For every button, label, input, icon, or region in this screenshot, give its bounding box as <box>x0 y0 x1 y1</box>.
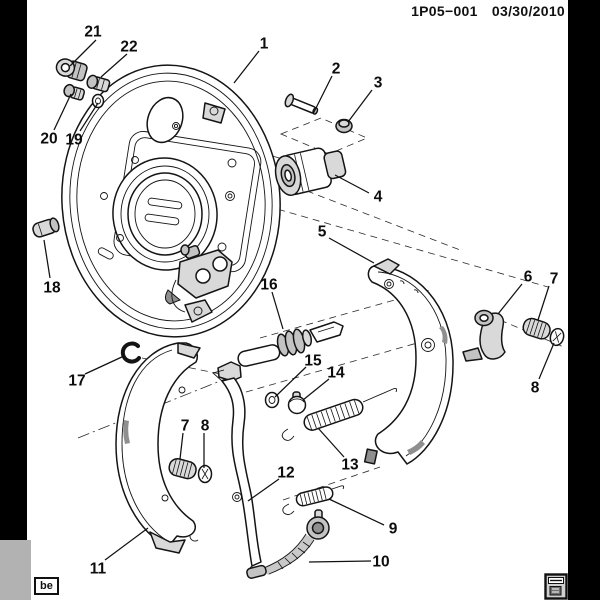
leader-line-12 <box>247 478 280 502</box>
parking-lever-assembly <box>164 244 233 323</box>
revision-date: 03/30/2010 <box>491 3 565 19</box>
callout-11: 11 <box>90 560 107 577</box>
hold-down-spring-right-7 <box>522 317 551 340</box>
left-black-margin <box>0 0 27 600</box>
plug-18 <box>32 217 60 238</box>
bolt-2 <box>284 93 319 115</box>
return-spring-13 <box>281 387 398 441</box>
leader-line-21 <box>69 39 97 67</box>
callout-8: 8 <box>531 379 540 396</box>
callout-22: 22 <box>120 38 137 55</box>
callout-6: 6 <box>524 268 533 285</box>
leader-line-17 <box>84 355 125 375</box>
leader-line-7 <box>537 285 550 321</box>
leader-line-13 <box>317 427 345 458</box>
leader-line-18 <box>43 239 51 279</box>
callout-19: 19 <box>65 131 83 148</box>
leader-line-22 <box>100 53 128 78</box>
leader-line-10 <box>308 560 372 563</box>
brake-shoe-right-5 <box>363 258 454 465</box>
adjuster-spring-9 <box>282 485 345 516</box>
callout-7: 7 <box>550 270 559 287</box>
leader-line-7 <box>179 432 184 460</box>
leader-line-6 <box>497 283 523 315</box>
bottom-left-gray-corner <box>0 540 31 600</box>
callout-20: 20 <box>40 130 57 147</box>
callout-17: 17 <box>68 372 85 389</box>
pin-14 <box>287 391 307 415</box>
hold-down-spring-left-7 <box>168 457 197 480</box>
callout-1: 1 <box>260 35 269 52</box>
callout-7: 7 <box>181 417 190 434</box>
callout-4: 4 <box>374 188 383 205</box>
callout-14: 14 <box>327 364 345 381</box>
leader-line-3 <box>347 89 373 123</box>
backing-plate <box>61 64 281 338</box>
leader-line-19 <box>79 102 99 132</box>
callout-16: 16 <box>260 276 278 293</box>
adjuster-assembly-16 <box>217 321 344 382</box>
leader-line-2 <box>312 75 333 115</box>
leader-line-4 <box>334 174 370 194</box>
bleeder-valve-3 <box>335 118 353 134</box>
right-black-margin <box>568 0 600 600</box>
c-clip-17 <box>120 341 141 364</box>
callout-9: 9 <box>389 520 398 537</box>
brake-shoe-left-11 <box>115 342 208 554</box>
actuator-lever-6 <box>462 309 506 362</box>
document-number: 1P05−001 <box>411 3 478 19</box>
callout-18: 18 <box>43 279 61 296</box>
callout-21: 21 <box>84 23 102 40</box>
callout-15: 15 <box>304 352 322 369</box>
page-code: be <box>40 580 53 592</box>
callout-8: 8 <box>201 417 210 434</box>
spring-retainer-right-8 <box>549 327 565 347</box>
leader-line-9 <box>328 498 385 526</box>
figure-header: 1P05−001 03/30/2010 <box>401 3 565 19</box>
bolt-22 <box>86 74 111 93</box>
strut-12 <box>212 369 262 579</box>
leader-line-5 <box>328 237 375 264</box>
hose-fitting-bolt-21 <box>55 58 88 82</box>
wheel-cylinder-4 <box>274 147 347 196</box>
callout-12: 12 <box>277 464 294 481</box>
callout-5: 5 <box>318 223 327 240</box>
leader-line-16 <box>271 291 284 330</box>
leader-line-14 <box>302 378 330 401</box>
callout-10: 10 <box>372 553 389 570</box>
leader-line-1 <box>233 50 260 84</box>
callout-3: 3 <box>374 74 383 91</box>
manual-book-icon <box>544 573 568 600</box>
leader-line-20 <box>53 93 72 131</box>
callout-2: 2 <box>332 60 341 77</box>
bolt-20 <box>63 83 86 101</box>
leader-line-11 <box>104 527 149 561</box>
parking-brake-cable-10 <box>246 509 330 579</box>
callout-13: 13 <box>341 456 359 473</box>
leader-line-15 <box>274 366 307 398</box>
page-code-box: be <box>34 577 59 595</box>
spring-retainer-left-8 <box>197 464 213 484</box>
leader-line-8 <box>538 342 555 380</box>
washer-19 <box>91 93 105 109</box>
